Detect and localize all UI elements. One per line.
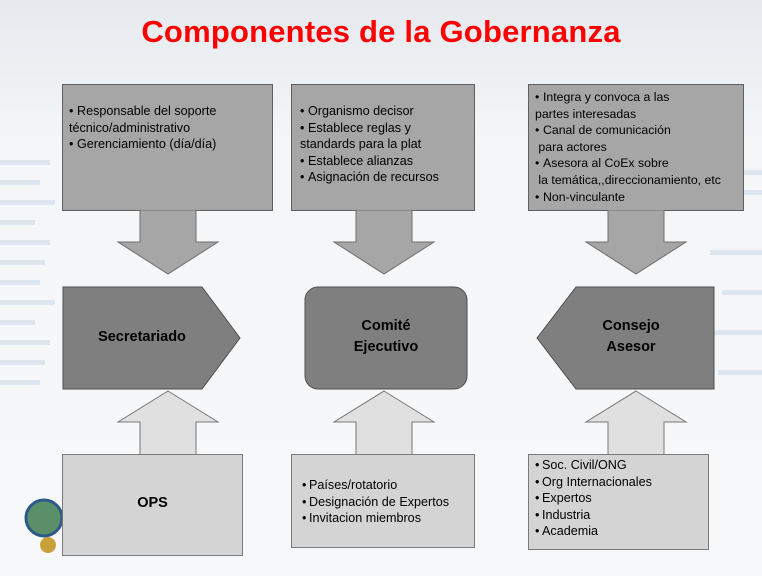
consejo-members-box: Soc. Civil/ONG Org Internacionales Exper… [528,454,709,550]
up-arrow-icon [584,390,688,456]
comite-description-box: Organismo decisor Establece reglas ystan… [291,84,475,211]
comite-ejecutivo-text: Comité Ejecutivo [353,318,419,355]
consejo-pentagon-shape [536,286,715,390]
comite-members-box: Países/rotatorio Designación de Expertos… [291,454,475,548]
list-item: Establece alianzas [300,153,470,170]
list-item: Industria [535,507,704,524]
consejo-asesor-label: Consejo Asesor [576,316,686,358]
list-item: Expertos [535,490,704,507]
consejo-asesor-text: Consejo Asesor [602,318,660,355]
secretariado-label: Secretariado [98,329,186,345]
down-arrow-icon [116,210,220,275]
list-item: Non-vinculante [535,189,741,206]
list-item: Asignación de recursos [300,169,470,186]
list-item: Organismo decisor [300,103,470,120]
list-item: Org Internacionales [535,474,704,491]
list-item: Invitacion miembros [302,510,470,527]
decorative-stripes [0,160,762,385]
list-item: Gerenciamiento (día/día) [69,136,268,153]
ops-box: OPS [62,454,243,556]
page-title: Componentes de la Gobernanza [141,14,621,49]
comite-rounded-box-shape [304,286,468,390]
list-item: Responsable del soportetécnico/administr… [69,103,268,136]
ops-label: OPS [137,495,168,511]
up-arrow-icon [116,390,220,456]
list-item: Soc. Civil/ONG [535,457,704,474]
up-arrow-icon [332,390,436,456]
comite-ejecutivo-label: Comité Ejecutivo [326,316,446,358]
list-item: Canal de comunicación para actores [535,122,741,155]
list-item: Países/rotatorio [302,477,470,494]
list-item: Designación de Expertos [302,494,470,511]
list-item: Academia [535,523,704,540]
down-arrow-icon [332,210,436,275]
secretariado-pentagon-shape [62,286,241,390]
down-arrow-icon [584,210,688,275]
secretariado-description-box: Responsable del soportetécnico/administr… [62,84,273,211]
list-item: Asesora al CoEx sobre la temática,,direc… [535,155,741,188]
